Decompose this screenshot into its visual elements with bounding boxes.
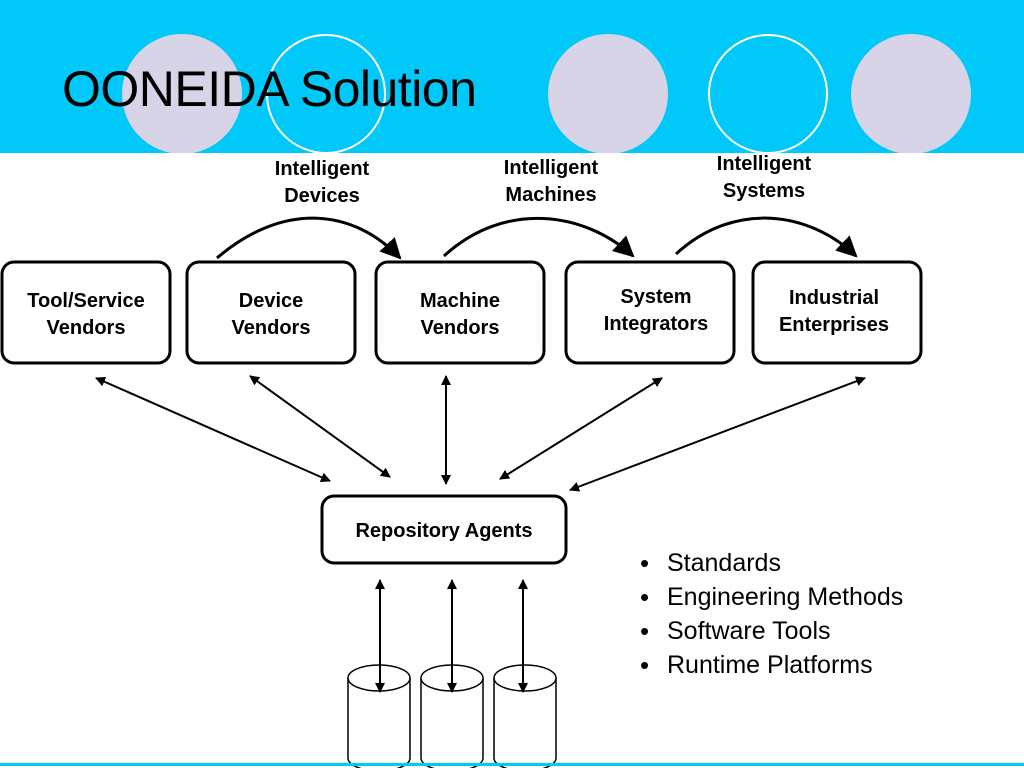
decorative-circle [851, 34, 971, 153]
bullet-item: Standards [640, 546, 903, 580]
slide-title: OONEIDA Solution [62, 61, 477, 117]
svg-text:Devices: Devices [284, 185, 360, 207]
repository-database [493, 664, 557, 768]
svg-text:Systems: Systems [723, 180, 805, 202]
connector-industrial [569, 376, 866, 492]
svg-text:Machines: Machines [505, 184, 596, 206]
bottom-rule [0, 763, 1024, 766]
svg-text:Intelligent: Intelligent [504, 157, 599, 179]
box-industrial-enterprises: Industrial Enterprises [751, 260, 923, 365]
flow-label-intelligent-systems: Intelligent Systems [717, 153, 812, 202]
svg-text:Machine: Machine [420, 290, 500, 312]
svg-text:Vendors: Vendors [232, 317, 311, 339]
svg-text:Vendors: Vendors [421, 317, 500, 339]
svg-text:Industrial: Industrial [789, 287, 879, 309]
flow-arrow-devices [216, 216, 402, 260]
svg-text:Tool/Service: Tool/Service [27, 290, 144, 312]
svg-text:System: System [620, 286, 691, 308]
svg-text:Vendors: Vendors [47, 317, 126, 339]
flow-arrow-machines [442, 217, 635, 258]
flow-arrow-systems [674, 216, 858, 258]
bullet-item: Engineering Methods [640, 580, 903, 614]
box-repository-agents: Repository Agents [320, 494, 568, 565]
svg-text:Intelligent: Intelligent [717, 153, 812, 175]
decorative-circle [548, 34, 668, 153]
box-device-vendors: Device Vendors [185, 260, 357, 365]
connector-tool-service [95, 377, 331, 482]
box-machine-vendors: Machine Vendors [374, 260, 546, 365]
svg-text:Repository Agents: Repository Agents [355, 520, 532, 542]
svg-text:Intelligent: Intelligent [275, 158, 370, 180]
decorative-circle [122, 34, 242, 153]
bullet-item: Software Tools [640, 614, 903, 648]
bullet-list: Standards Engineering Methods Software T… [640, 546, 903, 682]
svg-text:Integrators: Integrators [604, 313, 708, 335]
svg-text:Enterprises: Enterprises [779, 314, 889, 336]
decorative-circle-outline [266, 34, 386, 153]
slide-header: OONEIDA Solution [0, 0, 1024, 153]
decorative-circle-outline [708, 34, 828, 153]
flow-label-intelligent-devices: Intelligent Devices [275, 158, 370, 207]
flow-label-intelligent-machines: Intelligent Machines [504, 157, 599, 206]
box-system-integrators: System Integrators [564, 260, 736, 365]
svg-text:Device: Device [239, 290, 304, 312]
bullet-item: Runtime Platforms [640, 648, 903, 682]
connector-device [249, 375, 391, 478]
box-tool-service-vendors: Tool/Service Vendors [0, 260, 172, 365]
